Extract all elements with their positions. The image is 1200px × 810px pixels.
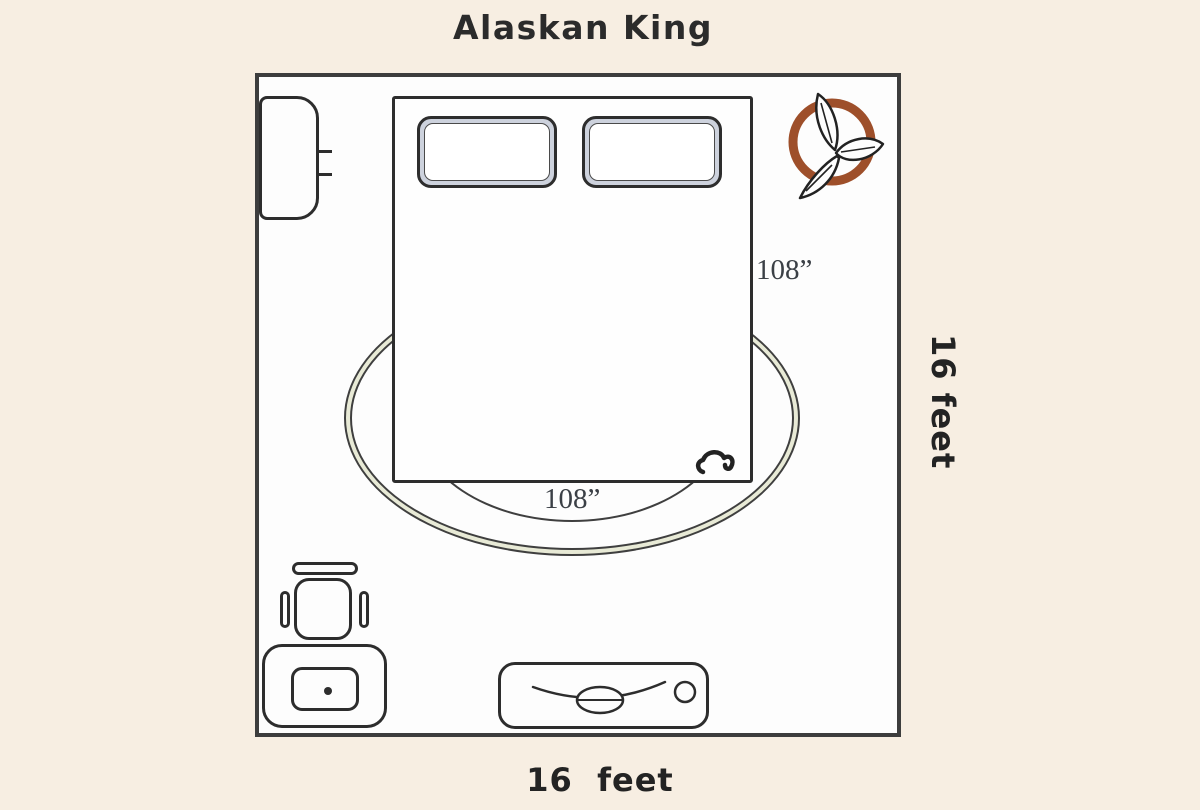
chair-armrest-icon — [280, 591, 290, 628]
wardrobe-handle-icon — [319, 150, 332, 153]
chair-armrest-icon — [359, 591, 369, 628]
vanity-icon — [262, 644, 387, 728]
wardrobe-icon — [259, 96, 319, 220]
bench-cushion-icon — [531, 680, 697, 715]
blanket-fold-icon — [695, 450, 735, 475]
wardrobe-handle-icon — [319, 173, 332, 176]
chair-icon — [294, 578, 352, 640]
vanity-knob-icon — [324, 687, 332, 695]
pillow-right-icon — [582, 116, 722, 188]
bench-icon — [498, 662, 709, 729]
plant-icon — [788, 92, 885, 200]
room-height-label: 16 feet — [924, 334, 962, 470]
pillow-left-icon — [417, 116, 557, 188]
diagram-title: Alaskan King — [453, 8, 713, 47]
bed-icon — [392, 96, 753, 483]
pillow-left-inner — [424, 123, 550, 181]
pillow-right-inner — [589, 123, 715, 181]
chair-backrest-icon — [292, 562, 358, 575]
room-width-label: 16 feet — [526, 761, 674, 799]
bed-width-label: 108” — [544, 483, 601, 515]
vanity-drawer-icon — [291, 667, 359, 711]
bed-length-label: 108” — [756, 254, 813, 286]
